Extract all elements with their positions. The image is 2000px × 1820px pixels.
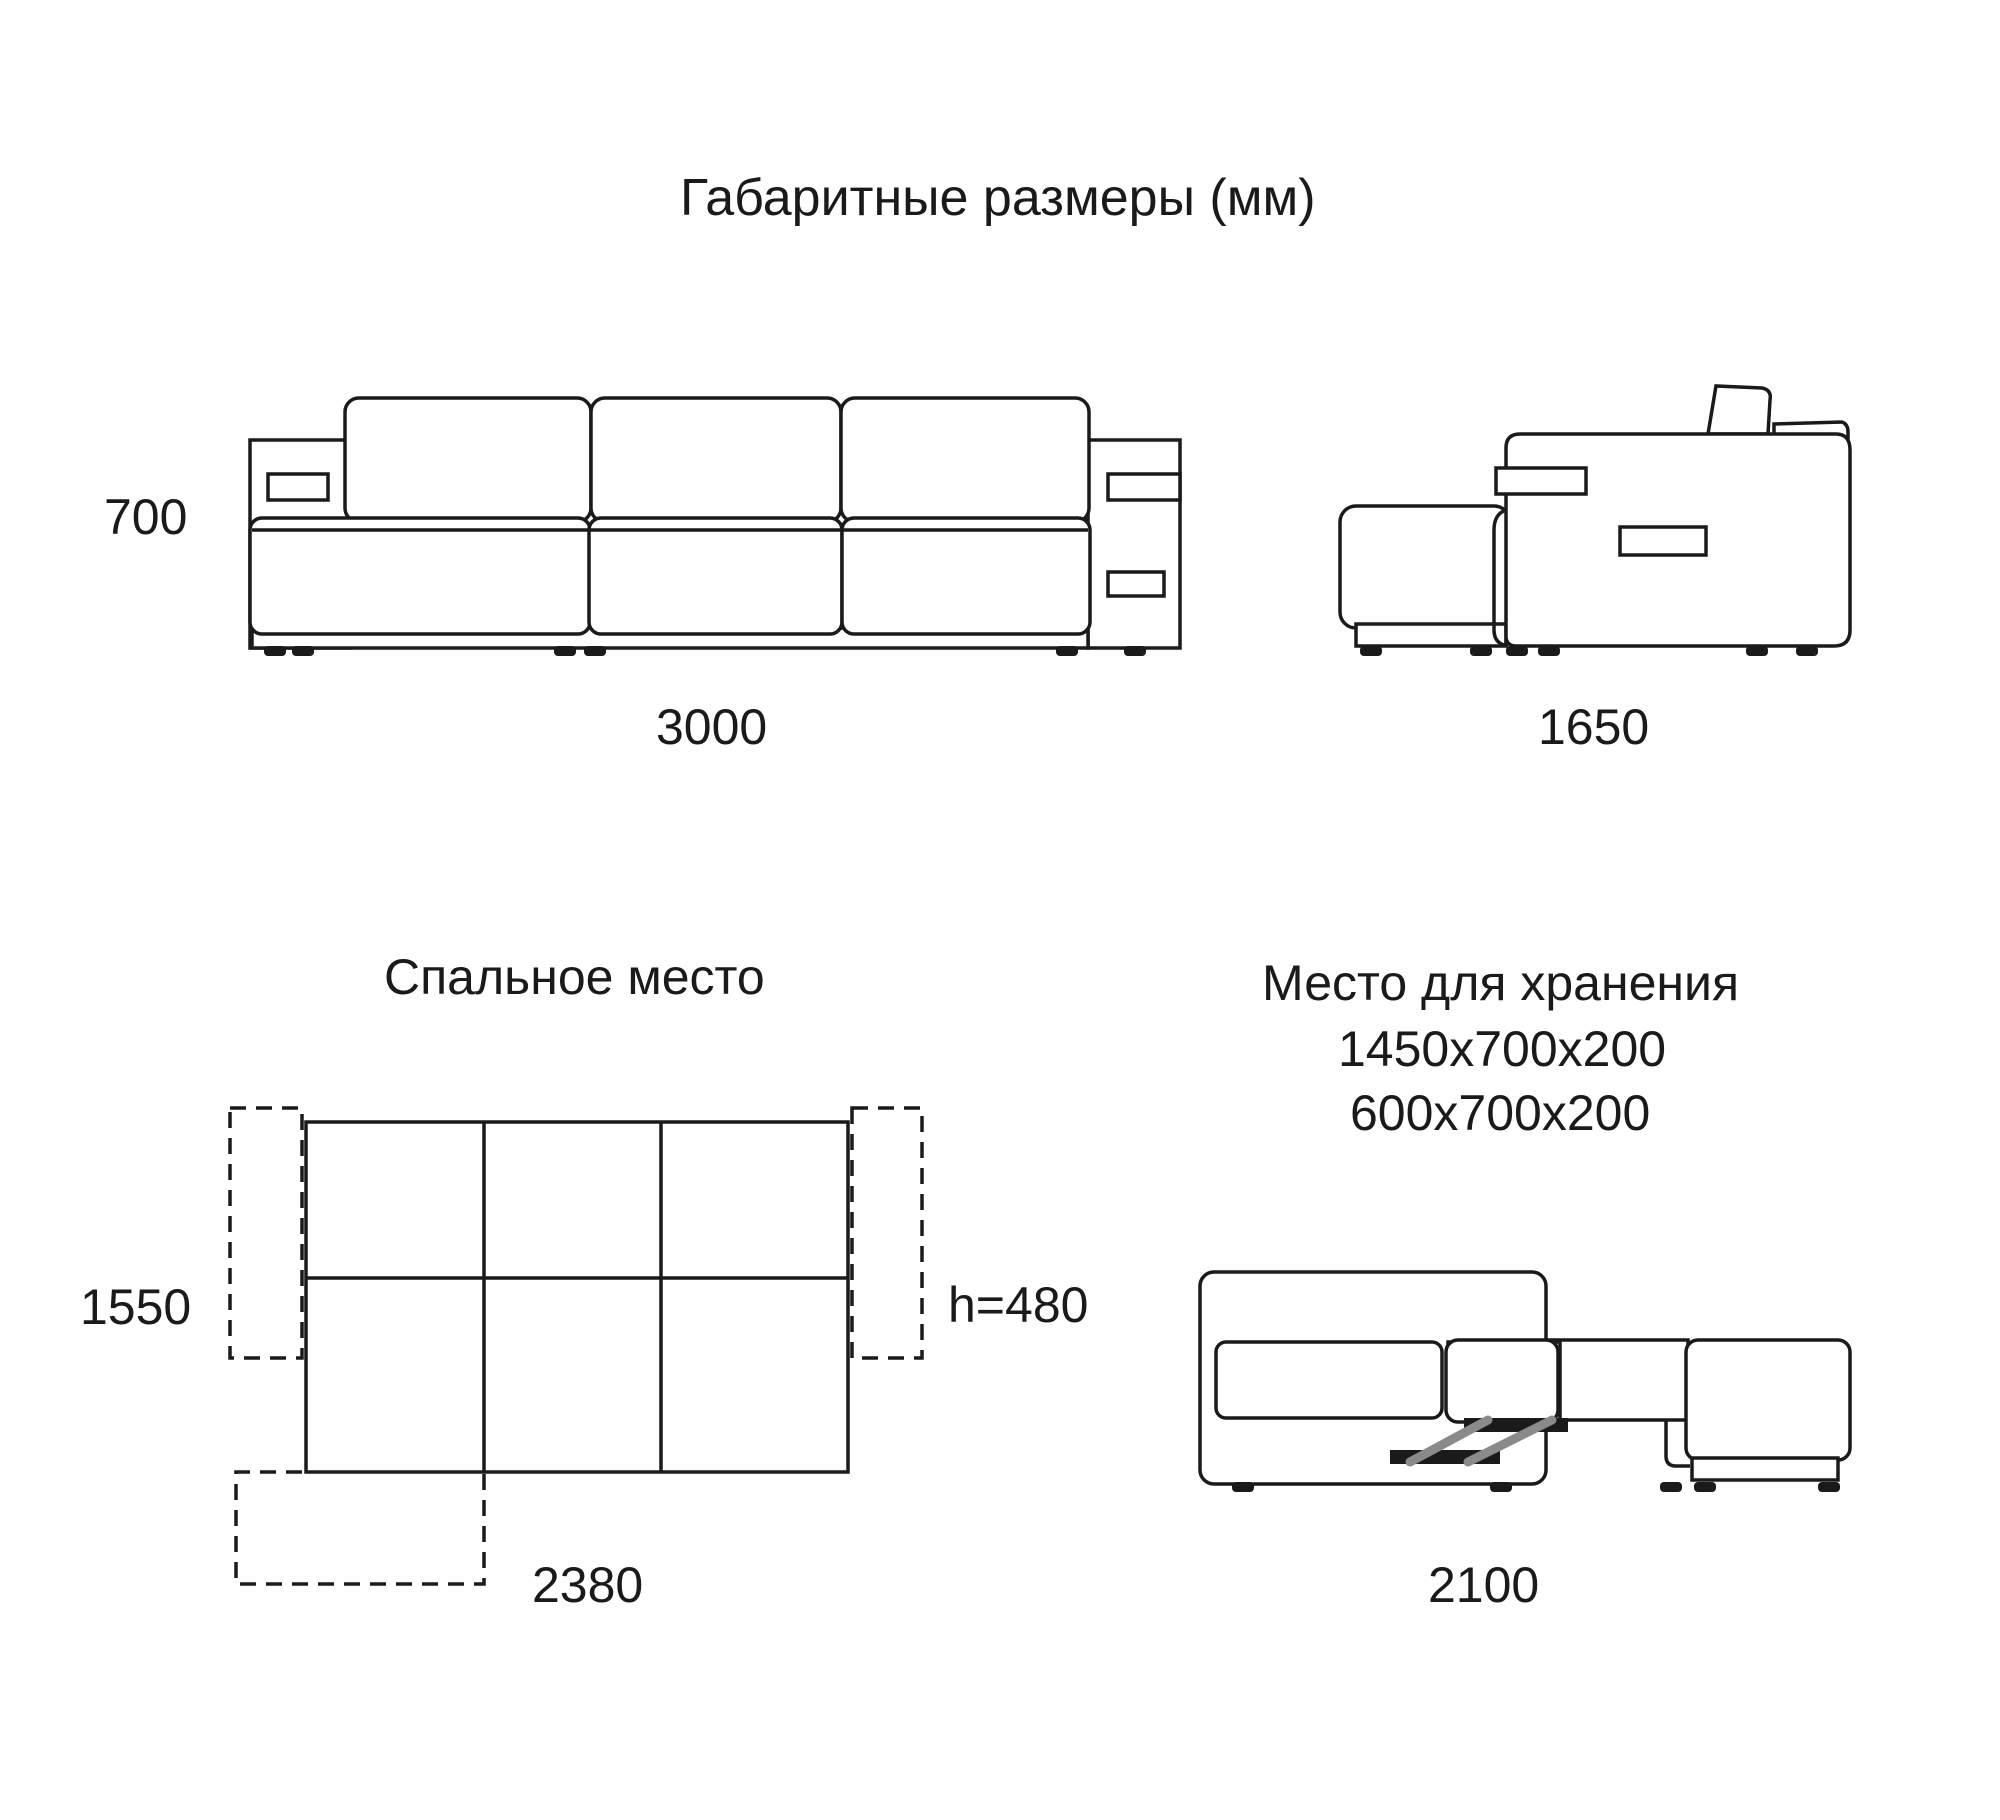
- foot: [554, 646, 576, 656]
- storage-unfolded-view: [1198, 1270, 1852, 1492]
- side-armrest-handle: [1494, 466, 1588, 496]
- seat-support: [1664, 1420, 1690, 1468]
- storage-ottoman: [1684, 1338, 1852, 1462]
- sleeping-height-label: h=480: [948, 1277, 1089, 1333]
- front-height-label: 700: [104, 489, 188, 545]
- sleeping-place-plan: [228, 1106, 924, 1586]
- foot: [1056, 646, 1078, 656]
- foot: [1124, 646, 1146, 656]
- sofa-front-view: [248, 396, 1182, 656]
- headrest: [1705, 384, 1773, 436]
- page-title: Габаритные размеры (мм): [680, 169, 1316, 227]
- foot: [1538, 646, 1560, 656]
- foot: [264, 646, 286, 656]
- sofa-side-view: [1338, 384, 1852, 656]
- right-armrest-handle-bottom: [1106, 570, 1166, 598]
- seat-cushion-right: [840, 516, 1092, 636]
- sleeping-length-label: 1550: [80, 1279, 192, 1335]
- corner-dashed: [234, 1470, 486, 1586]
- back-cushion-left: [343, 396, 593, 524]
- side-panel-handle: [1618, 525, 1708, 557]
- sleeping-place-title: Спальное место: [384, 949, 765, 1005]
- foot: [1694, 1482, 1716, 1492]
- front-width-label: 3000: [656, 699, 768, 755]
- left-armrest-dashed: [228, 1106, 304, 1360]
- foot: [1470, 646, 1492, 656]
- left-armrest-handle: [266, 472, 330, 502]
- footrest: [1338, 504, 1512, 630]
- storage-seat-right: [1444, 1338, 1560, 1424]
- seat-front: [1492, 508, 1509, 648]
- foot: [1232, 1482, 1254, 1492]
- sleeping-width-label: 2380: [532, 1557, 644, 1613]
- storage-back-cushion: [1214, 1340, 1444, 1420]
- foot: [584, 646, 606, 656]
- sleeping-area: [304, 1120, 850, 1474]
- storage-title: Место для хранения: [1262, 955, 1740, 1011]
- right-armrest-handle-top: [1106, 472, 1182, 502]
- footrest-base: [1354, 622, 1508, 648]
- foot: [1360, 646, 1382, 656]
- right-armrest-dashed: [850, 1106, 924, 1360]
- seat-cushion-left: [248, 516, 592, 636]
- storage-length-label: 2100: [1428, 1557, 1540, 1613]
- storage-ottoman-base: [1690, 1456, 1840, 1482]
- foot: [1796, 646, 1818, 656]
- back-cushion-middle: [589, 396, 843, 524]
- foot: [1506, 646, 1528, 656]
- foot: [1746, 646, 1768, 656]
- foot: [1660, 1482, 1682, 1492]
- right-armrest: [1086, 438, 1182, 650]
- foot: [292, 646, 314, 656]
- storage-size-1: 1450х700х200: [1338, 1021, 1667, 1077]
- foot: [1490, 1482, 1512, 1492]
- seat-cushion-middle: [587, 516, 844, 636]
- side-depth-label: 1650: [1538, 699, 1650, 755]
- back-cushion-right: [839, 396, 1091, 524]
- storage-size-2: 600х700х200: [1350, 1085, 1651, 1141]
- foot: [1818, 1482, 1840, 1492]
